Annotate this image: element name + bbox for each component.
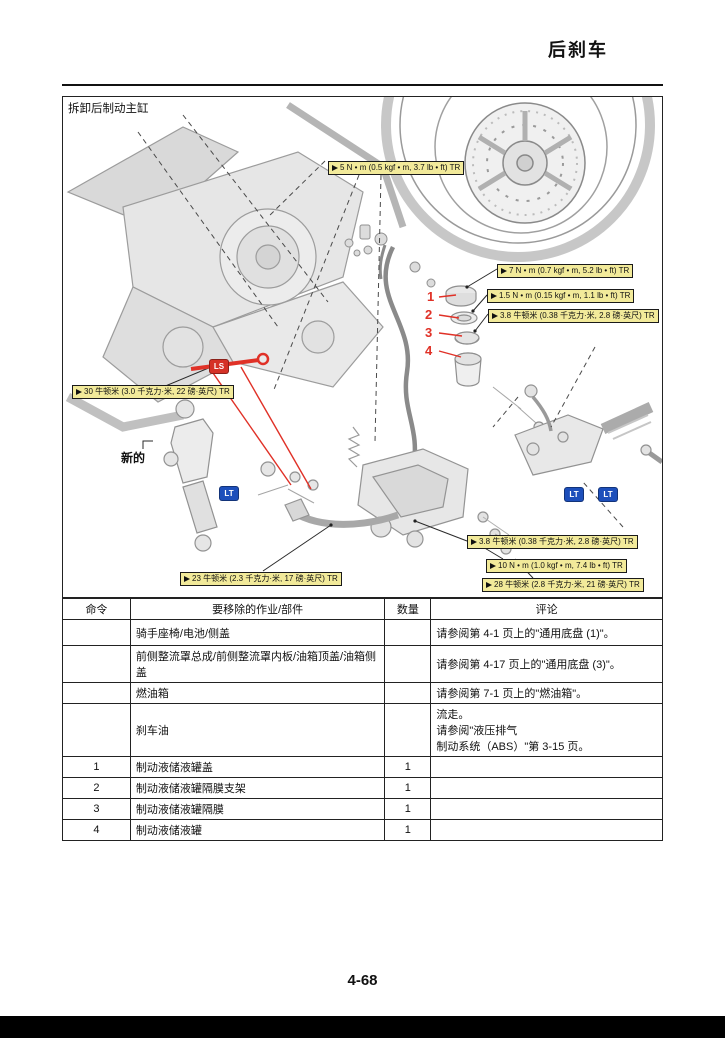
torque-callout-text: 5 N • m (0.5 kgf • m, 3.7 lb • ft) TR <box>340 163 461 172</box>
locksealer-ls-icon: LS <box>209 359 229 374</box>
figure-title: 拆卸后制动主缸 <box>68 103 149 115</box>
wrench-icon <box>332 165 338 171</box>
footer-bar <box>0 1016 725 1038</box>
cell-job: 制动液储液罐隔膜 <box>129 798 386 820</box>
loctite-lt-icon: LT <box>219 486 239 501</box>
wrench-icon <box>486 582 492 588</box>
cell-remarks: 流走。 请参阅"液压排气 制动系统（ABS）"第 3-15 页。 <box>430 703 663 757</box>
table-row: 燃油箱 请参阅第 7-1 页上的"燃油箱"。 <box>62 682 663 704</box>
wrench-icon <box>76 389 82 395</box>
torque-callout: 1.5 N • m (0.15 kgf • m, 1.1 lb • ft) TR <box>487 289 635 303</box>
cell-order: 2 <box>62 777 131 799</box>
table-row: 前侧整流罩总成/前侧整流罩内板/油箱顶盖/油箱侧盖 请参阅第 4-17 页上的"… <box>62 645 663 683</box>
cell-job: 制动液储液罐隔膜支架 <box>129 777 386 799</box>
cell-qty: 1 <box>384 777 432 799</box>
cell-qty: 1 <box>384 756 432 778</box>
torque-callout-text: 28 牛顿米 (2.8 千克力·米, 21 磅·英尺) TR <box>494 580 640 589</box>
cell-order <box>62 619 131 646</box>
cell-remarks: 请参阅第 7-1 页上的"燃油箱"。 <box>430 682 663 704</box>
cell-qty <box>384 703 432 757</box>
cell-order <box>62 682 131 704</box>
cell-remarks <box>430 756 663 778</box>
torque-callout-text: 30 牛顿米 (3.0 千克力·米, 22 磅·英尺) TR <box>84 387 230 396</box>
torque-callout: 5 N • m (0.5 kgf • m, 3.7 lb • ft) TR <box>328 161 465 175</box>
cell-remarks <box>430 777 663 799</box>
col-header-qty: 数量 <box>384 598 432 620</box>
table-row: 2 制动液储液罐隔膜支架 1 <box>62 777 663 799</box>
cell-order: 1 <box>62 756 131 778</box>
cell-remarks <box>430 819 663 841</box>
wrench-icon <box>471 539 477 545</box>
page-title: 后刹车 <box>548 40 608 60</box>
torque-callout: 3.8 牛顿米 (0.38 千克力·米, 2.8 磅·英尺) TR <box>467 535 638 549</box>
cell-order <box>62 645 131 683</box>
torque-callout: 7 N • m (0.7 kgf • m, 5.2 lb • ft) TR <box>497 264 634 278</box>
figure-box: 拆卸后制动主缸 <box>62 96 663 598</box>
cell-qty: 1 <box>384 798 432 820</box>
cell-job: 骑手座椅/电池/侧盖 <box>129 619 386 646</box>
table-row: 4 制动液储液罐 1 <box>62 819 663 841</box>
wrench-icon <box>184 576 190 582</box>
table-header-row: 命令 要移除的作业/部件 数量 评论 <box>62 598 663 620</box>
cell-job: 前侧整流罩总成/前侧整流罩内板/油箱顶盖/油箱侧盖 <box>129 645 386 683</box>
table-row: 3 制动液储液罐隔膜 1 <box>62 798 663 820</box>
torque-callout: 28 牛顿米 (2.8 千克力·米, 21 磅·英尺) TR <box>482 578 644 592</box>
part-number-2: 2 <box>425 307 433 322</box>
torque-callout: 3.8 牛顿米 (0.38 千克力·米, 2.8 磅·英尺) TR <box>488 309 659 323</box>
cell-qty <box>384 645 432 683</box>
table-row: 1 制动液储液罐盖 1 <box>62 756 663 778</box>
parts-table: 命令 要移除的作业/部件 数量 评论 骑手座椅/电池/侧盖 请参阅第 4-1 页… <box>62 598 663 841</box>
col-header-job: 要移除的作业/部件 <box>129 598 386 620</box>
torque-callout-text: 1.5 N • m (0.15 kgf • m, 1.1 lb • ft) TR <box>499 291 631 300</box>
torque-callout: 10 N • m (1.0 kgf • m, 7.4 lb • ft) TR <box>486 559 627 573</box>
table-row: 骑手座椅/电池/侧盖 请参阅第 4-1 页上的"通用底盘 (1)"。 <box>62 619 663 646</box>
col-header-order: 命令 <box>62 598 131 620</box>
cell-order: 4 <box>62 819 131 841</box>
wrench-icon <box>490 563 496 569</box>
torque-callout-text: 7 N • m (0.7 kgf • m, 5.2 lb • ft) TR <box>509 266 630 275</box>
wrench-icon <box>492 313 498 319</box>
cell-remarks <box>430 798 663 820</box>
part-number-3: 3 <box>425 325 433 340</box>
torque-callout-text: 10 N • m (1.0 kgf • m, 7.4 lb • ft) TR <box>498 561 623 570</box>
exploded-diagram <box>65 97 662 579</box>
cell-remarks: 请参阅第 4-17 页上的"通用底盘 (3)"。 <box>430 645 663 683</box>
wrench-icon <box>491 293 497 299</box>
cell-job: 燃油箱 <box>129 682 386 704</box>
loctite-lt-icon: LT <box>598 487 618 502</box>
cell-qty <box>384 682 432 704</box>
cell-job: 制动液储液罐 <box>129 819 386 841</box>
cell-remarks: 请参阅第 4-1 页上的"通用底盘 (1)"。 <box>430 619 663 646</box>
col-header-remarks: 评论 <box>430 598 663 620</box>
cell-order <box>62 703 131 757</box>
header-rule <box>62 84 663 86</box>
torque-callout-text: 3.8 牛顿米 (0.38 千克力·米, 2.8 磅·英尺) TR <box>479 537 634 546</box>
torque-callout: 30 牛顿米 (3.0 千克力·米, 22 磅·英尺) TR <box>72 385 234 399</box>
torque-callout-text: 23 牛顿米 (2.3 千克力·米, 17 磅·英尺) TR <box>192 574 338 583</box>
cell-qty <box>384 619 432 646</box>
cell-qty: 1 <box>384 819 432 841</box>
cell-order: 3 <box>62 798 131 820</box>
part-number-1: 1 <box>427 289 435 304</box>
cell-job: 制动液储液罐盖 <box>129 756 386 778</box>
loctite-lt-icon: LT <box>564 487 584 502</box>
torque-callout-text: 3.8 牛顿米 (0.38 千克力·米, 2.8 磅·英尺) TR <box>500 311 655 320</box>
table-row: 刹车油 流走。 请参阅"液压排气 制动系统（ABS）"第 3-15 页。 <box>62 703 663 757</box>
part-number-4: 4 <box>425 343 433 358</box>
cell-job: 刹车油 <box>129 703 386 757</box>
page-number: 4-68 <box>347 972 378 989</box>
new-part-label: 新的 <box>121 451 146 465</box>
torque-callout: 23 牛顿米 (2.3 千克力·米, 17 磅·英尺) TR <box>180 572 342 586</box>
wrench-icon <box>501 268 507 274</box>
